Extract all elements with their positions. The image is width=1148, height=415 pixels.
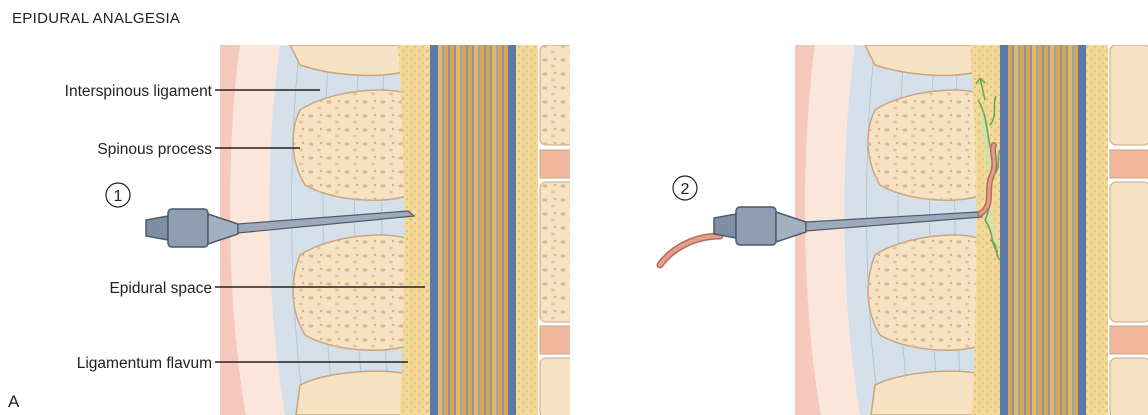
label-spinous-process: Spinous process: [97, 141, 212, 158]
label-interspinous-ligament: Interspinous ligament: [65, 83, 213, 100]
spinal-cord: [438, 45, 508, 415]
label-ligamentum-flavum: Ligamentum flavum: [77, 355, 212, 372]
step-2-marker: 2: [673, 176, 697, 200]
svg-text:1: 1: [114, 188, 123, 205]
left-panel: Interspinous ligament Spinous process Ep…: [65, 45, 580, 415]
label-epidural-space: Epidural space: [109, 280, 212, 297]
svg-text:2: 2: [681, 181, 690, 198]
right-panel: 2: [660, 45, 1148, 415]
step-1-marker: 1: [106, 183, 130, 207]
